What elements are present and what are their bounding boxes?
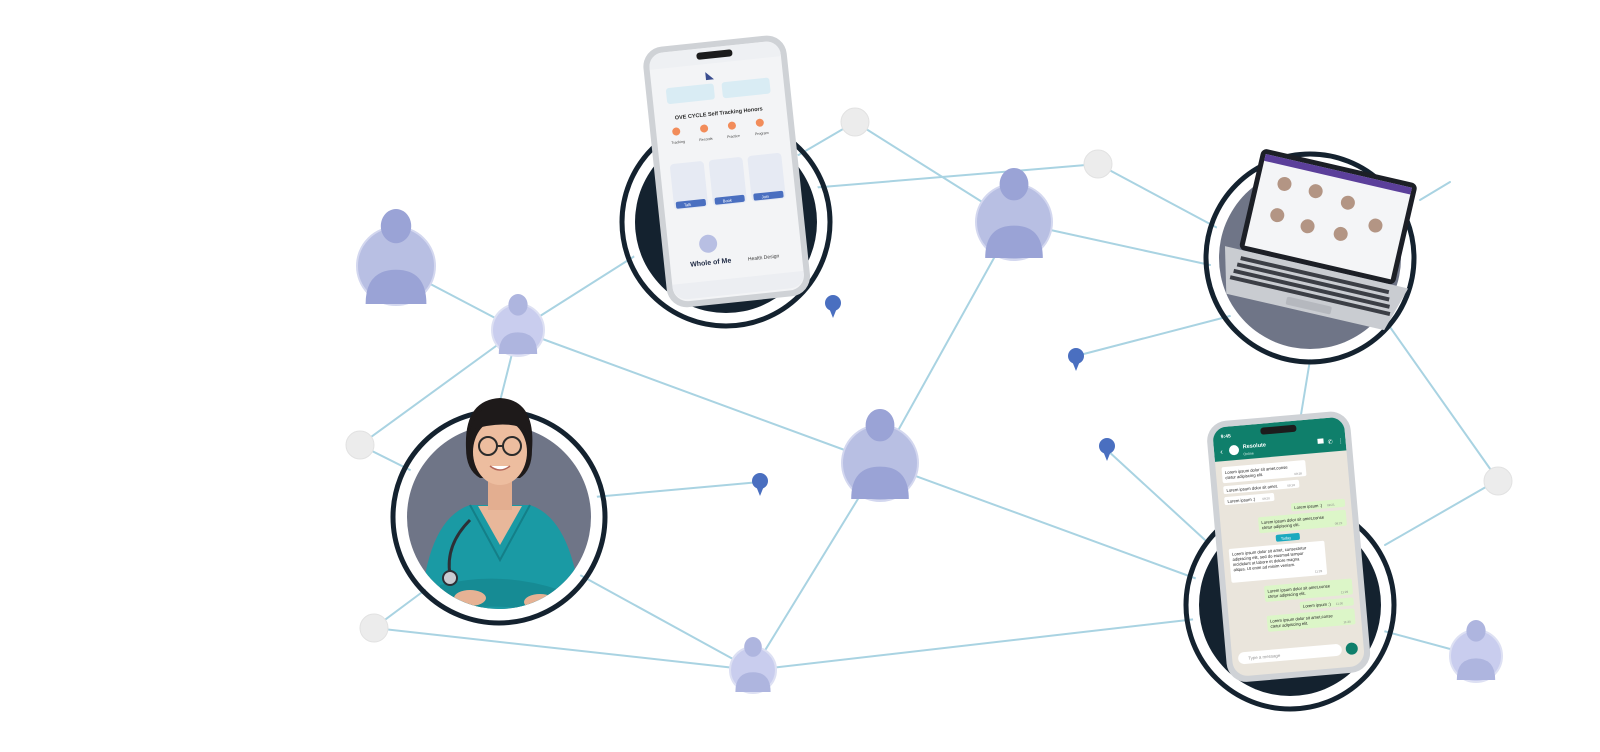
message-text: Lorem ipsum dolor sit amet, consectetura… <box>1232 545 1309 572</box>
chat-input-placeholder: Type a message <box>1248 653 1281 661</box>
person-node <box>356 209 436 306</box>
message-text: Lorem ipsum dolor sit amet. <box>1226 483 1278 492</box>
grey-dots <box>345 107 1513 643</box>
message-time: 11:30 <box>1343 620 1351 625</box>
grey-dot <box>840 107 870 137</box>
person-node <box>729 637 777 694</box>
message-time: 11:28 <box>1315 569 1323 574</box>
app-nav: Tracking Records Practice Program <box>671 118 769 145</box>
chat-date-divider: Today <box>1281 536 1292 541</box>
message-time: 09:20 <box>1262 496 1270 501</box>
message-time: 11:30 <box>1336 601 1344 606</box>
chat-back-icon[interactable]: ‹ <box>1220 447 1224 456</box>
person-node <box>841 409 919 502</box>
nav-program-icon[interactable] <box>755 118 764 127</box>
nav-item-tracking[interactable]: Tracking <box>671 140 685 145</box>
chat-contact-name: Resolute <box>1243 442 1267 450</box>
app-button-book[interactable] <box>714 194 745 205</box>
message-list: Lorem ipsum dolor sit amet,consectetur a… <box>1221 460 1356 632</box>
person-node <box>491 294 545 357</box>
message-time: 11:29 <box>1341 590 1349 595</box>
call-icon[interactable]: ✆ <box>1327 439 1333 446</box>
app-button-join[interactable] <box>753 190 784 201</box>
nav-item-records[interactable]: Records <box>699 137 713 142</box>
map-pins <box>752 295 1115 496</box>
chat-clock: 9:45 <box>1221 433 1232 440</box>
chat-phone-group: 9:45 ‹ Resolute Online ✆ ⋮ Lorem ipsum d… <box>1183 411 1397 712</box>
map-pin-icon <box>752 473 768 496</box>
nav-records-icon[interactable] <box>700 124 709 133</box>
message-text: Lorem ipsum :) <box>1303 601 1332 608</box>
menu-icon[interactable]: ⋮ <box>1337 439 1344 446</box>
nav-practice-icon[interactable] <box>727 121 737 130</box>
message-text: Lorem ipsum :) <box>1227 496 1256 503</box>
person-nodes <box>356 168 1503 694</box>
app-phone-group: OVE CYCLE Self Tracking Honors Tracking … <box>619 35 833 329</box>
app-button-join-label: Join <box>761 194 769 200</box>
grey-dot <box>1483 466 1513 496</box>
chat-avatar[interactable] <box>1229 445 1240 456</box>
smartphone-app-icon: OVE CYCLE Self Tracking Honors Tracking … <box>643 35 811 308</box>
app-button-talk[interactable] <box>675 198 707 209</box>
app-button-book-label: Book <box>723 198 733 204</box>
grey-dot <box>359 613 389 643</box>
message-text: Lorem ipsum dolor sit amet,consectetur a… <box>1261 515 1325 531</box>
map-pin-icon <box>1099 438 1115 461</box>
app-footer-side: Health Design <box>748 253 780 262</box>
nav-tracking-icon[interactable] <box>672 127 681 136</box>
grey-dot <box>345 430 375 460</box>
chat-contact-status: Online <box>1243 451 1254 456</box>
message-time: 09:18 <box>1294 471 1302 476</box>
nav-item-practice[interactable]: Practice <box>727 134 740 139</box>
person-node <box>975 168 1053 261</box>
message-text: Lorem ipsum dolor sit amet,consectetur a… <box>1270 613 1334 629</box>
app-button-talk-label: Talk <box>684 202 692 208</box>
laptop-icon <box>1224 149 1417 331</box>
message-time: 09:19 <box>1287 483 1295 488</box>
app-footer-title: Whole of Me <box>690 257 732 268</box>
person-node <box>1449 620 1503 683</box>
message-text: Lorem ipsum dolor sit amet,consectetur a… <box>1267 583 1331 599</box>
send-icon[interactable] <box>1345 642 1358 655</box>
doctor-portrait <box>390 398 608 626</box>
grey-dot <box>1083 149 1113 179</box>
message-time: 09:22 <box>1335 521 1343 526</box>
message-text: Lorem ipsum dolor sit amet,consectetur a… <box>1225 465 1289 481</box>
video-call-icon[interactable] <box>1317 438 1324 444</box>
map-pin-icon <box>825 295 841 318</box>
map-pin-icon <box>1068 348 1084 371</box>
smartphone-chat-icon: 9:45 ‹ Resolute Online ✆ ⋮ Lorem ipsum d… <box>1207 411 1371 682</box>
message-time: 09:21 <box>1327 503 1335 508</box>
message-text: Lorem ipsum :) <box>1294 503 1323 510</box>
nav-item-program[interactable]: Program <box>755 131 769 136</box>
laptop-group <box>1203 149 1417 365</box>
chat-message-input[interactable] <box>1238 644 1343 665</box>
